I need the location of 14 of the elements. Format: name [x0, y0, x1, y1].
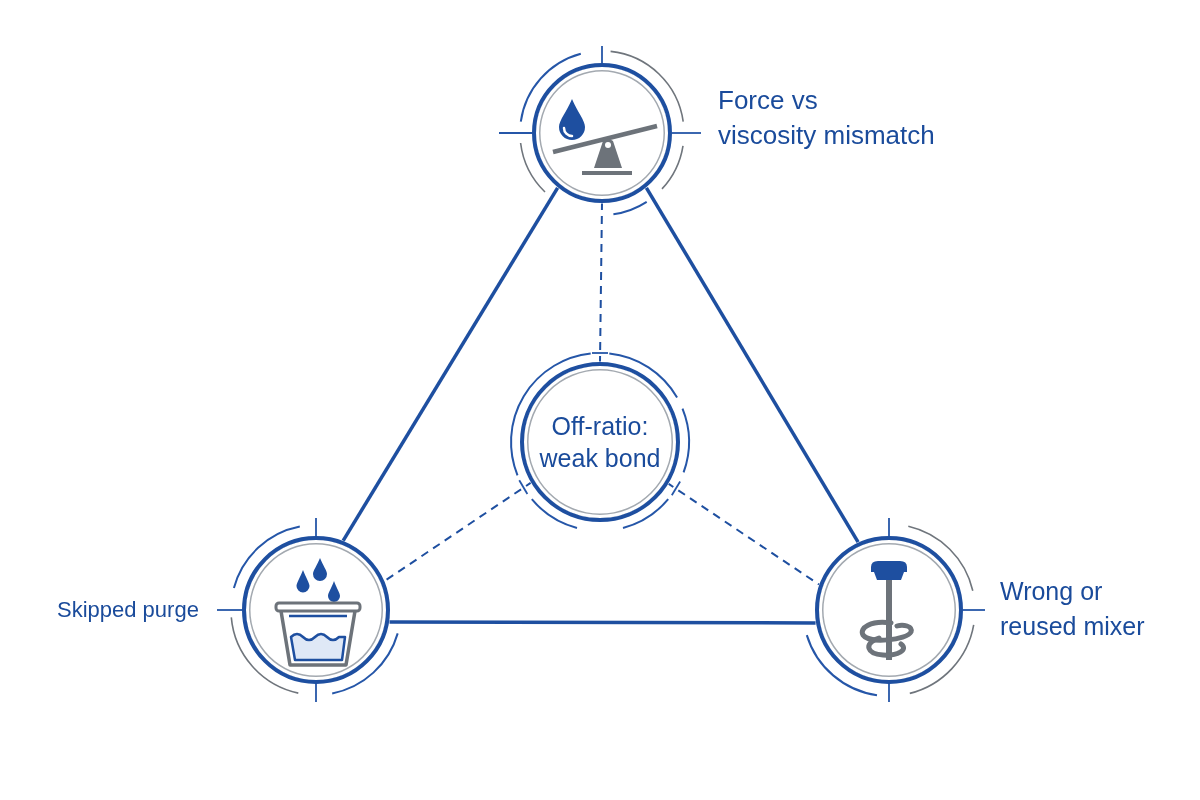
circle-node — [242, 536, 390, 684]
node-caption: Force vs viscosity mismatch — [718, 84, 935, 152]
dashed-connector-line — [599, 202, 603, 363]
connector-line — [389, 620, 816, 625]
node-label: Off-ratio: weak bond — [539, 411, 661, 474]
circle-node — [815, 536, 963, 684]
circle-node — [532, 63, 672, 203]
node-caption: Skipped purge — [57, 596, 199, 624]
circle-node — [520, 362, 680, 522]
connector-line — [341, 186, 560, 542]
connector-line — [644, 186, 860, 544]
dashed-connector-line — [667, 482, 820, 586]
dashed-connector-line — [383, 481, 532, 582]
node-caption: Wrong or reused mixer — [1000, 576, 1145, 642]
